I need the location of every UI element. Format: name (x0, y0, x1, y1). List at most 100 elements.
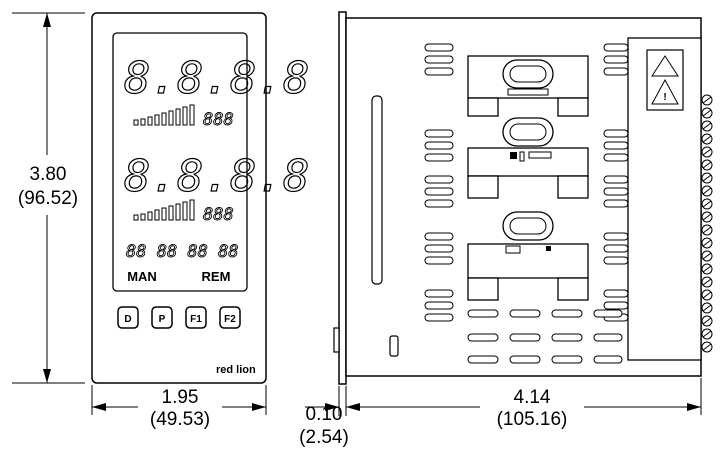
vent-slot (424, 141, 454, 150)
vent-slot (603, 129, 629, 138)
screw-slot (702, 291, 712, 299)
screw-slot (702, 148, 712, 156)
vent-slot (509, 309, 541, 318)
vent-slot (603, 244, 629, 253)
vent-slot (603, 199, 629, 208)
height-dimension: 3.80 (96.52) (12, 12, 85, 384)
depth-inch-label: 4.14 (514, 387, 551, 408)
vent-slot (551, 309, 583, 318)
vent-slot (424, 289, 454, 298)
vent-slot (424, 301, 454, 310)
vent-slot (509, 355, 541, 364)
vent-slot (424, 67, 454, 76)
screw-slot (702, 278, 712, 286)
screw-slot (702, 304, 712, 312)
vent-slot (603, 153, 629, 162)
upper-display-digits: 8.8.8.8 (124, 53, 309, 104)
vent-slot (467, 333, 499, 342)
terminal-block: ! (627, 37, 702, 361)
depth-mm-label: (105.16) (497, 409, 568, 430)
screw-slot (702, 343, 712, 351)
rem-indicator-label: REM (202, 269, 231, 284)
lower-small-digits: 888 (203, 205, 234, 225)
vent-slot (603, 43, 629, 52)
f1-button-label: F1 (190, 314, 202, 325)
screw-slot (702, 135, 712, 143)
warning-label-text: ! (663, 92, 666, 103)
bezel-inch-label: 0.10 (306, 404, 343, 425)
screw-slot (702, 122, 712, 130)
f1-button[interactable]: F1 (185, 306, 207, 329)
vent-slot (467, 355, 499, 364)
vent-slot (424, 244, 454, 253)
screw-slot (702, 252, 712, 260)
screw-slot (702, 330, 712, 338)
d-button[interactable]: D (117, 306, 139, 329)
vent-slot (424, 187, 454, 196)
vent-slot (424, 43, 454, 52)
lower-bargraph (133, 199, 195, 221)
width-inch-label: 1.95 (162, 387, 199, 408)
screw-slot (702, 213, 712, 221)
side-view: ! 0.10 (2.54) 4.14 (105.16) (299, 11, 713, 448)
brand-logo: red lion (216, 364, 256, 376)
vent-slot (603, 301, 629, 310)
screw-slot (702, 239, 712, 247)
screw-slot (702, 96, 712, 104)
vent-slot (603, 232, 629, 241)
depth-dimension: 4.14 (105.16) (346, 378, 702, 430)
side-bezel (338, 11, 347, 385)
front-view: 3.80 (96.52) 8.8.8.8 888 8.8.8.8 (12, 12, 310, 430)
vent-slot (603, 67, 629, 76)
screw-slot (702, 226, 712, 234)
upper-small-digits: 888 (203, 110, 234, 130)
screw-slot (702, 187, 712, 195)
alpha-display-row: 88 88 88 88 (126, 242, 239, 262)
vent-slot (467, 309, 499, 318)
height-inch-label: 3.80 (30, 164, 67, 185)
bezel-dimension: 0.10 (2.54) (299, 386, 360, 448)
vent-slot (551, 355, 583, 364)
p-button[interactable]: P (151, 306, 173, 329)
lower-display-digits: 8.8.8.8 (124, 151, 309, 202)
vent-slot (603, 55, 629, 64)
width-dimension: 1.95 (49.53) (91, 385, 267, 430)
vent-slot (593, 355, 623, 364)
vent-slot (424, 55, 454, 64)
screw-slot (702, 200, 712, 208)
d-button-label: D (124, 314, 131, 325)
vent-slot (603, 175, 629, 184)
f2-button[interactable]: F2 (219, 306, 241, 329)
screw-slot (702, 317, 712, 325)
vent-slot (424, 129, 454, 138)
screw-slot (702, 265, 712, 273)
screw-slot (702, 109, 712, 117)
p-button-label: P (159, 314, 166, 325)
display-window (112, 32, 248, 292)
upper-bargraph (133, 104, 195, 126)
screw-slot (702, 174, 712, 182)
vent-slot (424, 256, 454, 265)
screw-slot (702, 161, 712, 169)
width-mm-label: (49.53) (150, 409, 210, 430)
vent-slot (603, 141, 629, 150)
man-indicator-label: MAN (127, 269, 157, 284)
vent-slot (603, 187, 629, 196)
vent-slot (424, 175, 454, 184)
terminal-screws (701, 94, 713, 353)
height-mm-label: (96.52) (18, 188, 78, 209)
vent-slot (424, 232, 454, 241)
vent-slot (603, 289, 629, 298)
vent-slot (551, 333, 583, 342)
vent-slot (593, 309, 623, 318)
vent-slot (593, 333, 623, 342)
vent-slot (424, 153, 454, 162)
option-card-lower (467, 211, 589, 301)
option-card-middle (467, 117, 589, 199)
bezel-mm-label: (2.54) (299, 427, 349, 448)
ventilation-slots (424, 43, 629, 364)
vent-slot (603, 256, 629, 265)
vent-slot (424, 313, 454, 322)
f2-button-label: F2 (224, 314, 236, 325)
